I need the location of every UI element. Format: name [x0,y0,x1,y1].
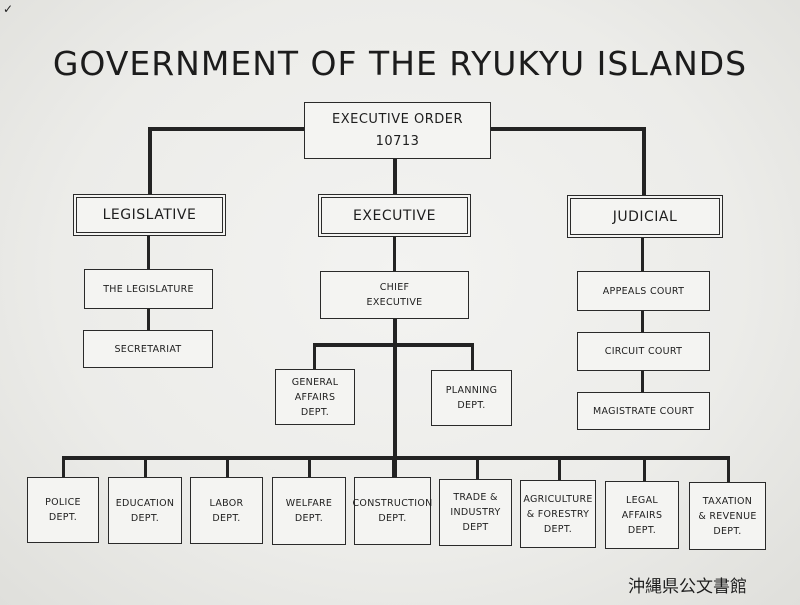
chart-title: GOVERNMENT OF THE RYUKYU ISLANDS [52,44,748,83]
general-affairs-box: GENERAL AFFAIRS DEPT. [275,369,355,425]
circuit-court-label: CIRCUIT COURT [604,346,683,357]
department-line2: AFFAIRS [621,509,663,521]
connector-top-left [150,127,305,131]
department-box-welfare: WELFARE DEPT. [272,477,346,545]
legislature-label: THE LEGISLATURE [103,283,194,295]
corner-mark: ✓ [3,2,14,16]
connector-dept-drop-6 [476,456,479,479]
legislative-branch-box: LEGISLATIVE [73,194,226,236]
connector-dept-bar [62,456,730,460]
connector-leg-1 [147,235,150,269]
appeals-court-box: APPEALS COURT [577,271,710,311]
connector-dept-drop-7 [558,456,561,480]
department-box-legal-affairs: LEGAL AFFAIRS DEPT. [605,481,679,549]
department-line1: AGRICULTURE [523,493,593,505]
connector-dept-drop-8 [643,456,646,481]
department-line3: DEPT [462,522,489,533]
general-affairs-line3: DEPT. [300,406,330,418]
connector-jud-2 [641,311,644,333]
connector-exec-branch [314,343,474,347]
chief-executive-line1: CHIEF [379,282,410,293]
archive-label: 沖縄県公文書館 [628,577,747,597]
connector-executive-drop [393,158,397,194]
department-box-trade-industry: TRADE & INDUSTRY DEPT [439,479,512,546]
judicial-branch-label: JUDICIAL [612,208,678,225]
connector-dept-drop-3 [226,456,229,477]
legislature-box: THE LEGISLATURE [84,269,213,309]
connector-dept-drop-4 [308,456,311,477]
appeals-court-label: APPEALS COURT [602,285,685,297]
connector-jud-3 [641,370,644,392]
department-line2: INDUSTRY [450,507,501,518]
department-line1: LABOR [209,497,244,509]
planning-line1: PLANNING [445,385,498,396]
connector-dept-drop-9 [727,456,730,482]
judicial-branch-box: JUDICIAL [567,195,723,238]
department-line1: TRADE & [453,492,498,503]
department-line1: LEGAL [626,494,658,506]
connector-jud-1 [641,237,644,271]
department-line1: TAXATION [702,495,753,507]
department-line3: DEPT. [713,525,742,537]
connector-dept-drop-1 [62,456,65,477]
secretariat-box: SECRETARIAT [83,330,213,368]
department-line2: DEPT. [378,513,407,524]
executive-order-label: EXECUTIVE ORDER [332,111,463,127]
department-box-police: POLICE DEPT. [27,477,99,543]
connector-top-right [491,127,645,131]
department-line3: DEPT. [543,523,573,535]
chief-executive-line2: EXECUTIVE [366,297,423,308]
connector-planning-drop [471,343,474,370]
connector-leg-2 [147,308,150,330]
executive-branch-label: EXECUTIVE [353,207,436,224]
executive-branch-box: EXECUTIVE [318,194,471,237]
connector-dept-drop-2 [144,456,147,477]
circuit-court-box: CIRCUIT COURT [577,332,710,371]
connector-exec-main [393,318,397,478]
executive-order-box: EXECUTIVE ORDER 10713 [304,102,491,159]
department-box-construction: CONSTRUCTION DEPT. [352,477,433,545]
department-line2: DEPT. [48,512,78,523]
connector-judicial-drop [642,127,646,195]
connector-exec-1 [393,236,396,271]
secretariat-label: SECRETARIAT [114,343,182,355]
department-box-agriculture-forestry: AGRICULTURE & FORESTRY DEPT. [520,480,596,548]
connector-dept-drop-5 [392,456,395,477]
department-box-education: EDUCATION DEPT. [108,477,182,544]
general-affairs-line1: GENERAL [291,376,339,388]
magistrate-court-label: MAGISTRATE COURT [593,405,694,417]
executive-order-number: 10713 [375,133,420,149]
department-line2: DEPT. [212,512,241,524]
department-box-taxation-revenue: TAXATION & REVENUE DEPT. [689,482,766,550]
planning-box: PLANNING DEPT. [431,370,512,426]
department-line2: DEPT. [130,512,160,524]
department-line2: & REVENUE [698,510,757,522]
planning-line2: DEPT. [457,400,486,411]
general-affairs-line2: AFFAIRS [294,391,336,403]
legislative-branch-label: LEGISLATIVE [102,207,197,223]
department-line1: POLICE [45,497,81,508]
department-line1: CONSTRUCTION [352,498,433,509]
connector-legislative-drop [148,127,152,194]
department-line1: WELFARE [285,498,333,509]
department-line2: DEPT. [294,513,324,524]
department-line1: EDUCATION [115,497,175,509]
department-line2: & FORESTRY [526,508,590,520]
chief-executive-box: CHIEF EXECUTIVE [320,271,469,319]
magistrate-court-box: MAGISTRATE COURT [577,392,710,430]
department-box-labor: LABOR DEPT. [190,477,263,544]
department-line3: DEPT. [627,524,657,536]
connector-general-drop [313,343,316,369]
